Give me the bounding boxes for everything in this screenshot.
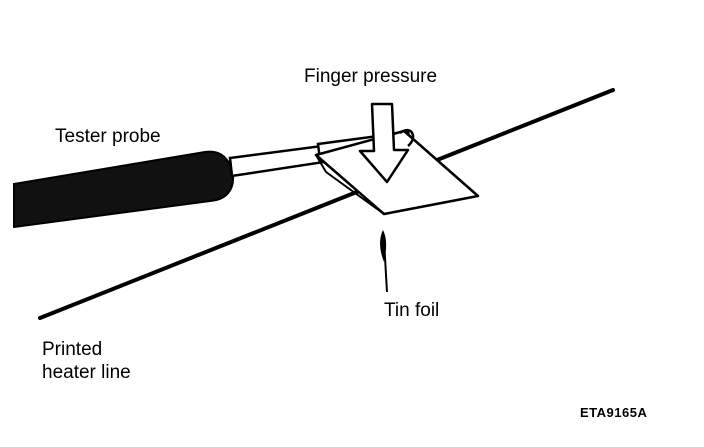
tin-foil-pointer-stem [383,239,388,293]
label-finger-pressure: Finger pressure [304,66,438,87]
figure-code: ETA9165A [580,405,648,420]
label-tester-probe: Tester probe [55,126,161,147]
label-printed: Printed [42,339,103,360]
tin-foil-curl [399,128,415,147]
label-tin-foil: Tin foil [384,300,440,321]
probe-handle [13,150,235,229]
tin-foil-fold [315,154,385,215]
label-heater-line: heater line [42,362,131,383]
pressure-arrow [358,102,410,184]
probe-shaft [228,144,326,178]
heater-line [38,88,615,320]
